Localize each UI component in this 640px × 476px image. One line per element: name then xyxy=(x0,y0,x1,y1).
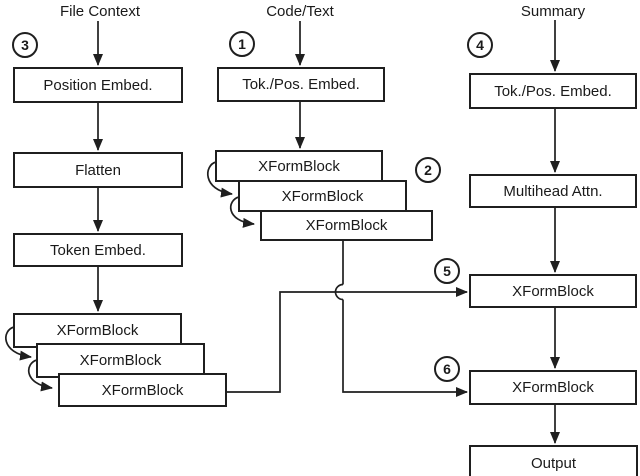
column-heading-code-text: Code/Text xyxy=(266,3,334,20)
step-badge-5: 5 xyxy=(434,258,460,284)
step-badge-3: 3 xyxy=(12,32,38,58)
box-tok-pos-embed-code: Tok./Pos. Embed. xyxy=(217,67,385,102)
box-xformblock-fusion-6: XFormBlock xyxy=(469,370,637,405)
column-heading-file-context: File Context xyxy=(59,3,141,20)
box-tok-pos-embed-summary: Tok./Pos. Embed. xyxy=(469,73,637,109)
box-position-embed: Position Embed. xyxy=(13,67,183,103)
box-output: Output xyxy=(469,445,638,476)
box-xformblock-fusion-5: XFormBlock xyxy=(469,274,637,308)
step-badge-6: 6 xyxy=(434,356,460,382)
connector-filectx-to-fusion5 xyxy=(227,287,468,393)
step-badge-4: 4 xyxy=(467,32,493,58)
box-xformblock-code-2: XFormBlock xyxy=(238,180,407,212)
box-multihead-attn: Multihead Attn. xyxy=(469,174,637,208)
line-hop xyxy=(334,283,344,301)
box-xformblock-code-1: XFormBlock xyxy=(215,150,383,182)
step-badge-2: 2 xyxy=(415,157,441,183)
box-xformblock-filectx-3: XFormBlock xyxy=(58,373,227,407)
box-flatten: Flatten xyxy=(13,152,183,188)
step-badge-1: 1 xyxy=(229,31,255,57)
box-xformblock-filectx-1: XFormBlock xyxy=(13,313,182,348)
column-heading-summary: Summary xyxy=(520,3,586,20)
box-xformblock-code-3: XFormBlock xyxy=(260,210,433,241)
box-token-embed: Token Embed. xyxy=(13,233,183,267)
